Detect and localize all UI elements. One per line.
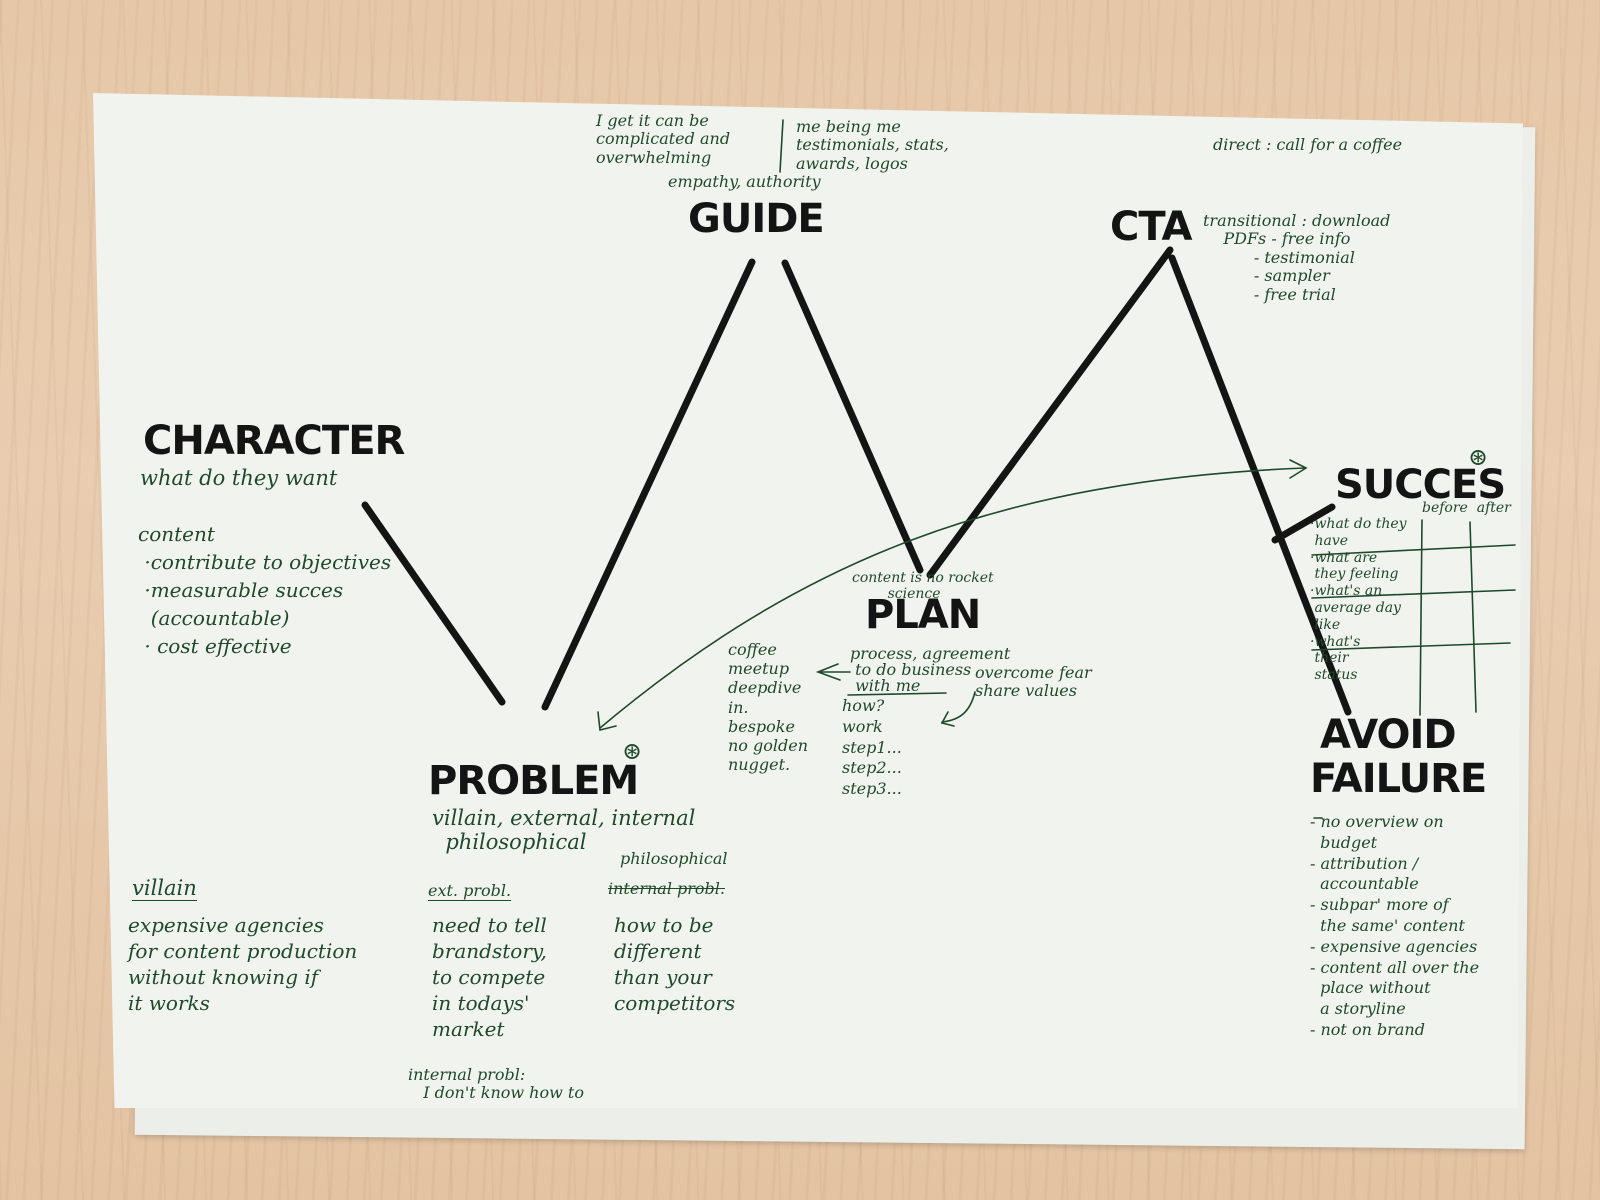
plan-note-process: process, agreement to do business with m…: [850, 644, 1011, 695]
problem-note-phys: how to be different than your competitor…: [614, 913, 736, 1015]
guide-divider: [779, 119, 784, 173]
plan-note-steps: how? work step1... step2... step3...: [842, 696, 902, 799]
succes-table-v1: [1419, 519, 1423, 716]
pen-arrows: [597, 119, 1516, 819]
problem-to-guide-line: [541, 258, 756, 711]
marker-zigzag: [361, 246, 1352, 716]
heading-problem: PROBLEM: [428, 758, 639, 804]
plan-underline: [847, 692, 947, 696]
problem-note-phys-sub: internal probl.: [608, 879, 725, 898]
paper-sheet: [93, 93, 1523, 1108]
heading-guide: GUIDE: [688, 196, 825, 242]
plan-note-coffee: coffee meetup deepdive in. bespoke no go…: [728, 640, 809, 775]
plan-curve-arrow: [941, 691, 976, 723]
character-to-problem-line: [361, 501, 506, 706]
heading-avoid: AVOID: [1320, 712, 1457, 758]
character-note-want: what do they want: [140, 466, 338, 490]
guide-note-authority: me being me testimonials, stats, awards,…: [796, 117, 949, 173]
cta-to-failure-line: [1168, 254, 1352, 716]
problem-note-ext: need to tell brandstory, to compete in t…: [432, 913, 547, 1041]
succes-note-before-after: before after: [1422, 500, 1511, 516]
succes-table-v2: [1469, 521, 1477, 713]
heading-succes: SUCCES: [1335, 462, 1506, 508]
plan-left-arrow: [815, 663, 851, 681]
problem-note-types: villain, external, internal philosophica…: [432, 806, 696, 855]
heading-character: CHARACTER: [143, 418, 405, 464]
problem-note-villain: expensive agencies for content productio…: [128, 913, 358, 1015]
heading-cta: CTA: [1110, 204, 1192, 250]
succes-table-h2: [1311, 589, 1516, 599]
guide-note-empathy: I get it can be complicated and overwhel…: [596, 111, 731, 167]
succes-table-h1: [1311, 544, 1516, 556]
problem-note-phys-label: philosophical: [620, 849, 728, 868]
cta-note-direct: direct : call for a coffee: [1213, 135, 1403, 154]
guide-note-summary: empathy, authority: [668, 172, 821, 191]
arrow-head-left: [597, 711, 617, 731]
problem-note-villain-label: villain: [132, 876, 197, 902]
guide-to-plan-line: [781, 259, 924, 574]
problem-asterisk-icon: ⊛: [622, 737, 643, 765]
problem-note-internal: internal probl: I don't know how to: [408, 1065, 584, 1103]
succes-branch-line: [1271, 503, 1336, 544]
succes-asterisk-icon: ⊛: [1468, 443, 1489, 471]
succes-note-items: ·what do they have ·what are they feelin…: [1310, 516, 1407, 684]
plan-arrow-head: [940, 711, 955, 727]
cta-note-transitional: transitional : download PDFs - free info…: [1203, 211, 1391, 304]
success-problem-curve: [599, 467, 1306, 729]
character-note-content: content ·contribute to objectives ·measu…: [138, 522, 392, 658]
problem-note-ext-label: ext. probl.: [428, 881, 512, 902]
arrow-head-right: [1289, 459, 1308, 479]
plan-note-fear: overcome fear share values: [975, 663, 1092, 701]
failure-note-list: - no overview on budget - attribution / …: [1310, 812, 1480, 1039]
succes-table-h3: [1311, 642, 1511, 651]
heading-failure: FAILURE: [1310, 756, 1487, 802]
plan-note-top: content is no rocket science: [852, 570, 994, 603]
plan-to-cta-line: [926, 246, 1174, 579]
heading-plan: PLAN: [865, 592, 981, 638]
